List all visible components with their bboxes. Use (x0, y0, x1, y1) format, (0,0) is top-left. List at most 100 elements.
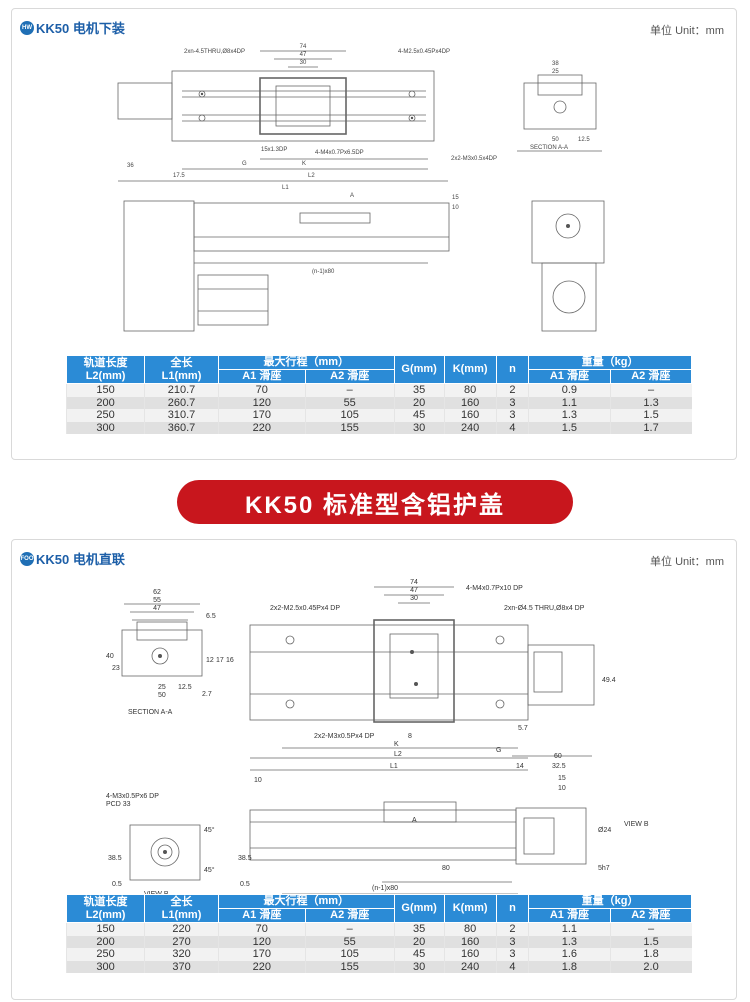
panel-motor-bottom-mount: HW KK50 电机下装 单位 Unit：mm (11, 8, 737, 460)
dim-49-4: 49.4 (602, 677, 616, 684)
cell-k: 240 (443, 960, 497, 973)
cell-n: 3 (495, 396, 529, 409)
dim-phi24: Ø24 (598, 827, 611, 834)
dim-32-5: 32.5 (552, 763, 566, 770)
cell-stroke-a2: – (304, 922, 395, 936)
cell-stroke-a1: 170 (217, 948, 306, 961)
cell-stroke-a1: 170 (217, 409, 306, 422)
note-hole: 2xn-Ø4.5 THRU,Ø8x4 DP (504, 605, 585, 612)
dim-17-5: 17.5 (173, 173, 185, 179)
dim-k: K (394, 741, 399, 748)
cell-l2: 150 (65, 383, 145, 397)
dim-80: 80 (442, 865, 450, 872)
dim-n1x80: (n-1)x80 (372, 885, 398, 892)
dim-30: 30 (300, 60, 307, 66)
unit-label: 单位 Unit：mm (650, 25, 724, 37)
dim-38-5a: 38.5 (108, 855, 122, 862)
cell-weight-a1: 1.6 (528, 948, 611, 961)
note-15x: 15x1.3DP (261, 147, 287, 153)
dim-l1: L1 (282, 185, 289, 191)
dim-45a: 45° (204, 826, 215, 834)
cell-l1: 370 (144, 960, 219, 973)
section-aa-label: SECTION A-A (128, 709, 173, 716)
cell-weight-a2: 2.0 (609, 960, 692, 973)
dim-s50: 50 (552, 137, 559, 143)
th-stroke-a2: A2 滑座 (304, 369, 395, 384)
panel-title-text: KK50 电机直联 (36, 552, 125, 567)
th-k: K(mm) (443, 894, 497, 923)
dim-s40: 40 (106, 653, 114, 660)
cell-weight-a2: 1.7 (609, 421, 692, 434)
cell-weight-a2: 1.5 (609, 935, 692, 948)
cell-n: 4 (495, 960, 529, 973)
cell-k: 80 (443, 922, 497, 936)
dim-45b: 45° (204, 866, 215, 874)
dim-30: 30 (410, 595, 418, 602)
dim-s23: 23 (112, 665, 120, 672)
th-l2: 轨道长度 L2(mm) (65, 355, 146, 384)
cell-stroke-a2: 105 (304, 948, 395, 961)
dim-10: 10 (452, 205, 459, 211)
dim-8: 8 (408, 733, 412, 740)
cell-n: 2 (495, 383, 529, 397)
dim-s25: 25 (158, 684, 166, 691)
dim-74: 74 (410, 579, 418, 586)
th-weight: 重量（kg） (528, 894, 692, 909)
cell-l1: 320 (144, 948, 219, 961)
dim-s16: 16 (226, 657, 234, 664)
note-m25: 4-M2.5x0.45Px4DP (398, 49, 450, 55)
cell-weight-a1: 1.3 (528, 409, 611, 422)
dim-s12-5: 12.5 (578, 137, 590, 143)
dim-s17: 17 (216, 657, 224, 664)
cell-weight-a1: 1.8 (528, 960, 611, 973)
spec-table-top: 轨道长度 L2(mm) 全长 L1(mm) 最大行程（mm） G(mm) K(m… (65, 355, 693, 434)
panel-title: HW KK50 电机下装 (20, 18, 125, 37)
th-n: n (495, 894, 530, 923)
cell-stroke-a2: 55 (304, 396, 395, 409)
panel-motor-direct-mount: FOO KK50 电机直联 单位 Unit：mm (11, 539, 737, 1000)
cell-n: 4 (495, 421, 529, 434)
dim-s38: 38 (552, 61, 559, 67)
cell-g: 30 (393, 960, 445, 973)
cell-l1: 270 (144, 935, 219, 948)
th-stroke-a2: A2 滑座 (304, 908, 395, 923)
dim-s50: 50 (158, 692, 166, 699)
cell-weight-a2: 1.5 (609, 409, 692, 422)
cell-k: 160 (443, 935, 497, 948)
spec-table-bottom: 轨道长度 L2(mm) 全长 L1(mm) 最大行程（mm） G(mm) K(m… (65, 894, 693, 973)
dim-36a: 36 (127, 163, 134, 169)
cell-n: 2 (495, 922, 529, 936)
dim-14: 14 (516, 763, 524, 770)
dim-47: 47 (410, 587, 418, 594)
cell-n: 3 (495, 948, 529, 961)
note-m4: 4-M4x0.7Px6.5DP (315, 150, 364, 156)
cell-stroke-a2: 155 (304, 421, 395, 434)
dim-g: G (242, 161, 247, 167)
th-weight-a2: A2 滑座 (609, 908, 693, 923)
dim-10b: 10 (558, 785, 566, 792)
cell-l2: 200 (65, 935, 145, 948)
section-mark-a: A (350, 193, 354, 199)
cell-l1: 210.7 (144, 383, 219, 397)
cell-weight-a1: 1.1 (528, 922, 611, 936)
dim-l2: L2 (394, 751, 402, 758)
note-hole: 2xn-4.5THRU,Ø8x4DP (184, 49, 245, 55)
cell-stroke-a2: 55 (304, 935, 395, 948)
cell-g: 45 (393, 409, 445, 422)
cell-stroke-a1: 220 (217, 421, 306, 434)
dim-5h7: 5h7 (598, 865, 610, 872)
cell-weight-a2: 1.3 (609, 396, 692, 409)
cell-weight-a2: – (609, 922, 692, 936)
dim-l1: L1 (390, 763, 398, 770)
note-m4: 4-M4x0.7Px10 DP (466, 585, 523, 592)
cell-g: 20 (393, 396, 445, 409)
dim-s62: 62 (153, 589, 161, 596)
view-b-arrow-label: VIEW B (624, 821, 649, 828)
dim-60: 60 (554, 753, 562, 760)
technical-drawing-top: 74 47 30 2xn-4.5THRU,Ø8x4DP 4-M2.5x0.45P… (117, 44, 605, 332)
dim-47: 47 (300, 52, 307, 58)
